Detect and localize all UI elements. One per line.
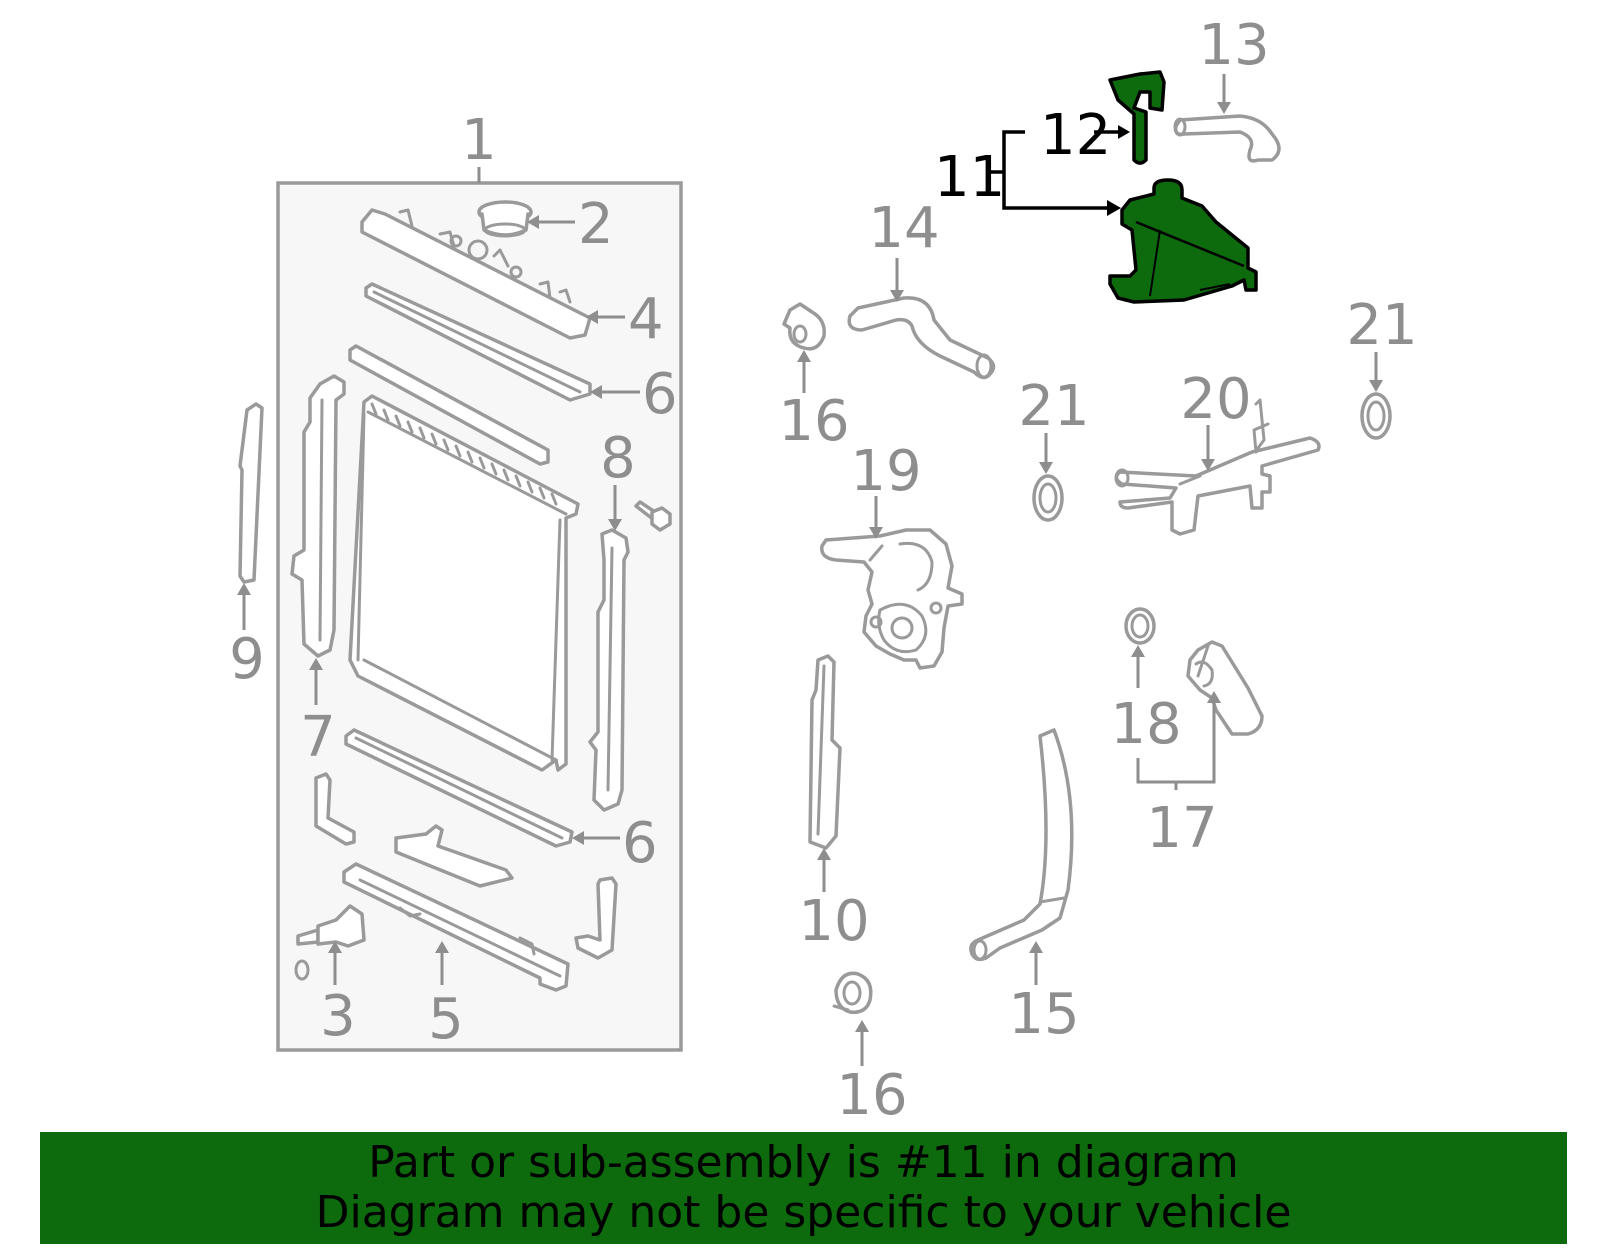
part-17-water-inlet[interactable] xyxy=(1186,640,1264,736)
part-16-lower-clamp[interactable] xyxy=(832,971,873,1014)
part-21-oring-left[interactable] xyxy=(1032,474,1064,522)
part-4-upper-tank[interactable] xyxy=(360,208,592,340)
part-10-seal-strip[interactable] xyxy=(808,654,842,850)
upper-seal-strip[interactable] xyxy=(348,344,550,466)
part-16-upper-clamp[interactable] xyxy=(782,302,826,351)
callout-11: 11 xyxy=(934,145,1005,210)
bolt[interactable] xyxy=(634,500,672,532)
callout-13: 13 xyxy=(1198,13,1269,78)
callout-14: 14 xyxy=(868,196,939,261)
lower-right-bracket[interactable] xyxy=(574,876,618,960)
callout-16a: 16 xyxy=(778,389,849,454)
callout-15: 15 xyxy=(1008,982,1079,1047)
part-14-upper-hose[interactable] xyxy=(847,296,996,380)
banner-line-2: Diagram may not be specific to your vehi… xyxy=(315,1187,1292,1238)
callout-7: 7 xyxy=(300,705,336,770)
part-8-right-shroud[interactable] xyxy=(588,528,630,812)
part-7-left-shroud[interactable] xyxy=(290,374,346,658)
callout-3: 3 xyxy=(320,984,356,1049)
callout-5: 5 xyxy=(428,987,464,1052)
lower-left-bracket[interactable] xyxy=(314,772,356,846)
part-5-lower-tank[interactable] xyxy=(342,862,570,992)
part-21-oring-right[interactable] xyxy=(1360,392,1392,440)
callout-12: 12 xyxy=(1040,103,1111,168)
parts-diagram: 1 2 4 6 8 9 7 6 3 5 10 14 16 19 15 16 13… xyxy=(229,13,1417,1128)
part-15-lower-hose[interactable] xyxy=(969,728,1074,962)
callout-6a: 6 xyxy=(642,362,678,427)
callout-17: 17 xyxy=(1146,796,1217,861)
callout-6b: 6 xyxy=(622,811,658,876)
part-6-upper-gasket[interactable] xyxy=(364,282,592,402)
callout-1: 1 xyxy=(461,108,497,173)
info-banner: Part or sub-assembly is #11 in diagram D… xyxy=(40,1132,1567,1244)
part-3-drain-cock[interactable] xyxy=(294,904,366,981)
callout-16b: 16 xyxy=(836,1063,907,1128)
banner-line-1: Part or sub-assembly is #11 in diagram xyxy=(368,1137,1239,1188)
part-18-oring[interactable] xyxy=(1124,607,1156,645)
part-11-reservoir-tank[interactable] xyxy=(1108,178,1258,304)
part-19-water-outlet[interactable] xyxy=(820,528,964,670)
part-6-lower-gasket[interactable] xyxy=(344,728,574,848)
lower-center-bracket[interactable] xyxy=(394,824,514,888)
callout-20: 20 xyxy=(1180,367,1251,432)
part-9-side-seal[interactable] xyxy=(238,402,264,584)
part-12-reservoir-cap[interactable] xyxy=(1108,70,1166,165)
callout-9: 9 xyxy=(229,627,265,692)
callout-2: 2 xyxy=(578,192,614,257)
callout-18: 18 xyxy=(1110,692,1181,757)
callout-21b: 21 xyxy=(1346,293,1417,358)
radiator-core[interactable] xyxy=(348,394,580,772)
part-20-water-pipe[interactable] xyxy=(1114,398,1321,536)
part-2-radiator-cap[interactable] xyxy=(477,200,533,238)
callout-19: 19 xyxy=(850,439,921,504)
callout-10: 10 xyxy=(798,889,869,954)
callout-4: 4 xyxy=(628,287,664,352)
callout-21a: 21 xyxy=(1018,374,1089,439)
part-13-bypass-hose[interactable] xyxy=(1173,114,1281,163)
callout-8: 8 xyxy=(600,426,636,491)
